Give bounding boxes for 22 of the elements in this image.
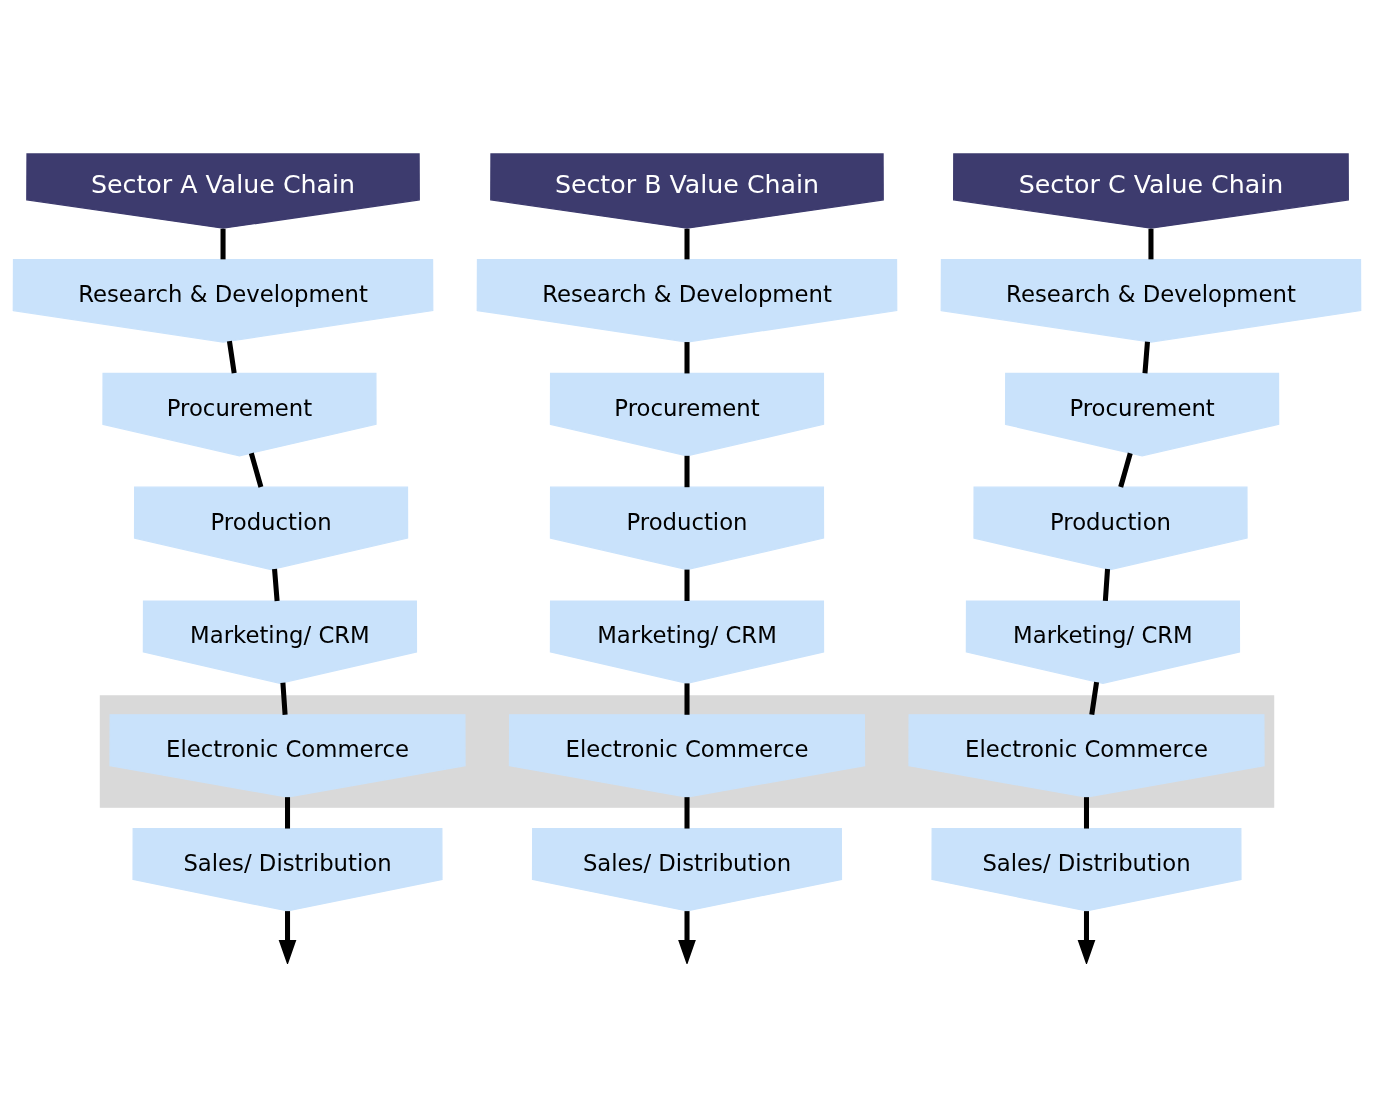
connector xyxy=(272,568,280,602)
cluster xyxy=(99,695,1275,808)
connector xyxy=(1118,452,1133,488)
arrow xyxy=(678,911,696,964)
connector xyxy=(1089,681,1100,716)
connector xyxy=(1142,341,1150,374)
arrow xyxy=(278,911,297,964)
connector xyxy=(684,683,690,715)
connector xyxy=(248,452,264,488)
connector xyxy=(684,569,690,601)
connector xyxy=(285,797,291,829)
arrow xyxy=(1077,911,1096,964)
connector xyxy=(684,797,690,829)
connector xyxy=(1083,797,1090,829)
connector xyxy=(684,455,690,488)
connector xyxy=(1102,568,1111,602)
connector xyxy=(280,682,288,715)
connector xyxy=(220,228,226,260)
connector xyxy=(226,340,237,374)
connector xyxy=(1148,228,1154,260)
connector xyxy=(684,342,690,374)
connector xyxy=(684,228,690,260)
